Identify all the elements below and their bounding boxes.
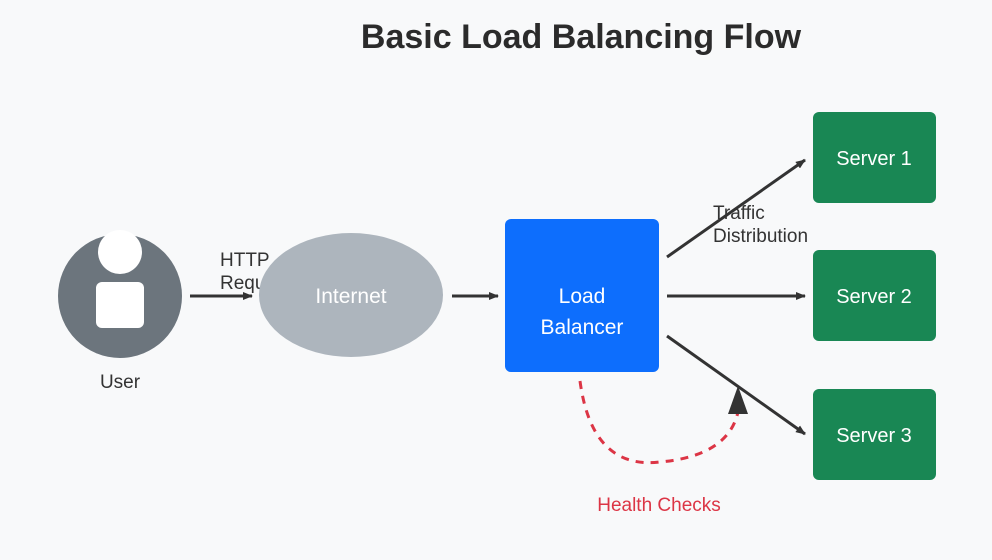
server-2-label: Server 2 (836, 286, 912, 308)
load-balancer-label-line1: Load (559, 285, 606, 308)
server-2-box (813, 250, 936, 341)
http-request-label-line1: HTTP (220, 250, 270, 271)
internet-label: Internet (315, 285, 386, 308)
traffic-distribution-label-line2: Distribution (713, 226, 808, 247)
server-3-box (813, 389, 936, 480)
internet-node (259, 233, 443, 357)
server-1-label: Server 1 (836, 148, 912, 170)
arrow-load-balancer-to-server-1 (666, 158, 806, 259)
health-checks-arrowhead (728, 386, 748, 414)
load-balancer-label-line2: Balancer (541, 316, 624, 339)
health-checks-path (578, 380, 740, 465)
user-label: User (100, 372, 141, 393)
server-1-node: Server 1 (813, 112, 936, 203)
user-node (58, 230, 182, 358)
server-3-node: Server 3 (813, 389, 936, 480)
server-2-node: Server 2 (813, 250, 936, 341)
load-balancer-node (505, 219, 659, 372)
diagram-title: Basic Load Balancing Flow (361, 18, 802, 56)
server-3-label: Server 3 (836, 425, 912, 447)
user-icon-head (98, 230, 142, 274)
arrow-load-balancer-to-server-3 (666, 334, 806, 436)
health-checks-label: Health Checks (597, 495, 721, 516)
server-1-box (813, 112, 936, 203)
traffic-distribution-label-line1: Traffic (713, 203, 765, 224)
user-icon-body (96, 282, 144, 328)
